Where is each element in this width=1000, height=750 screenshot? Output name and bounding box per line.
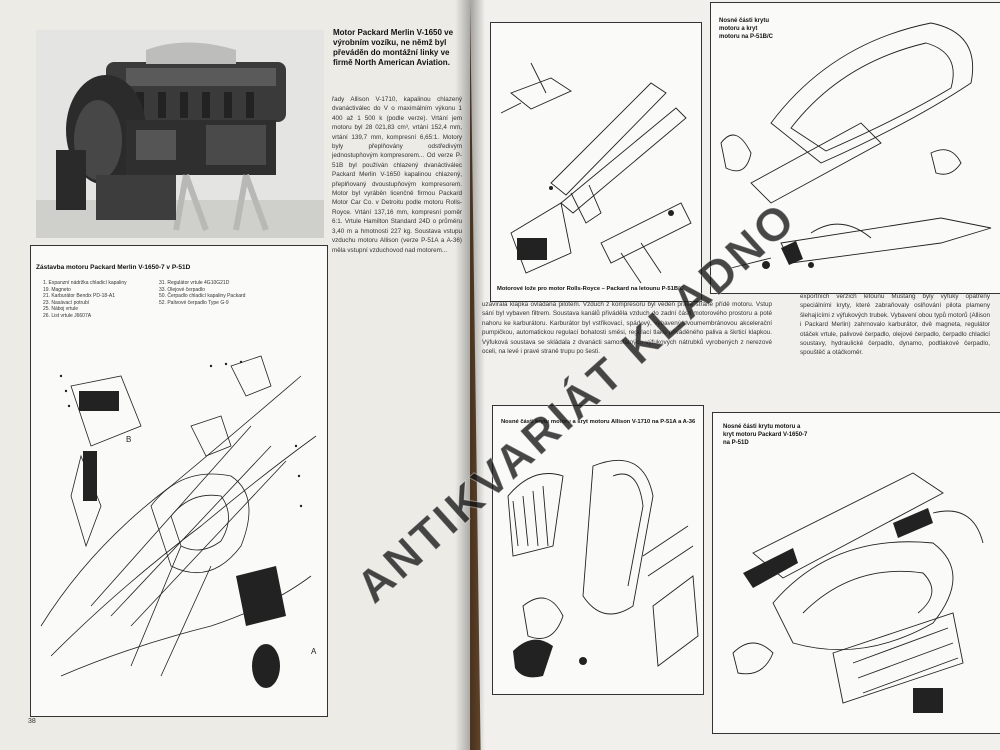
legend-col2: 31. Regulátor vrtule 4G10G21D 33. Olejov…: [159, 280, 289, 306]
cowling-p51bc-figure: Nosné části krytu motoru a kryt motoru n…: [710, 2, 1000, 294]
figure-title: Nosné části krytu motoru a kryt motoru P…: [723, 424, 808, 446]
figure-title: Nosné části krytu motoru a kryt motoru A…: [501, 419, 696, 425]
page-number: 38: [28, 718, 36, 725]
figure-title: Zástavba motoru Packard Merlin V-1650-7 …: [36, 264, 191, 271]
legend-col1: 1. Expanzní nádržka chladicí kapaliny 19…: [43, 280, 163, 320]
left-body-text: řady Allison V-1710, kapalinou chlazený …: [332, 96, 462, 254]
book-gutter: [455, 0, 485, 750]
cowling-allison-figure: Nosné části krytu motoru a kryt motoru A…: [492, 405, 704, 695]
legend-item: 52. Palivové čerpadlo Type G-9: [159, 299, 229, 306]
legend-item: 23. Nasávací potrubí: [43, 299, 90, 306]
legend-item: 1. Expanzní nádržka chladicí kapaliny: [43, 280, 127, 286]
photo-caption: Motor Packard Merlin V-1650 ve výrobním …: [333, 28, 454, 67]
left-page: Motor Packard Merlin V-1650 ve výrobním …: [0, 0, 470, 750]
legend-item: 33. Olejové čerpadlo: [159, 286, 205, 293]
figure-title: Nosné části krytu motoru a kryt motoru n…: [719, 18, 774, 40]
legend-item: 25. Náboj vrtule: [43, 306, 79, 313]
engine-drawing: B A: [40, 355, 317, 688]
figure-title: Motorové lože pro motor Rolls-Royce – Pa…: [497, 286, 684, 292]
cowling-packard-figure: Nosné části krytu motoru a kryt motoru P…: [712, 412, 1000, 734]
legend-item: 50. Čerpadlo chladicí kapaliny Packard: [159, 293, 246, 300]
legend-item: 26. List vrtule J6607A: [43, 312, 92, 319]
legend-item: 19. Magneto: [43, 286, 71, 293]
engine-installation-figure: Zástavba motoru Packard Merlin V-1650-7 …: [30, 245, 328, 717]
right-page: Motorové lože pro motor Rolls-Royce – Pa…: [470, 0, 1000, 750]
label-b: B: [126, 435, 131, 444]
legend-item: 21. Karburátor Bendix PD-18-A1: [43, 293, 115, 300]
engine-photo: [36, 30, 324, 238]
engine-mount-figure: Motorové lože pro motor Rolls-Royce – Pa…: [490, 22, 702, 302]
right-text-col2: exportních verzích letounu Mustang byly …: [800, 293, 990, 357]
right-text-col1: uzavírala klapka ovládaná pilotem. Vzduc…: [482, 301, 772, 356]
legend-item: 31. Regulátor vrtule 4G10G21D: [159, 280, 230, 286]
label-a: A: [311, 647, 317, 656]
